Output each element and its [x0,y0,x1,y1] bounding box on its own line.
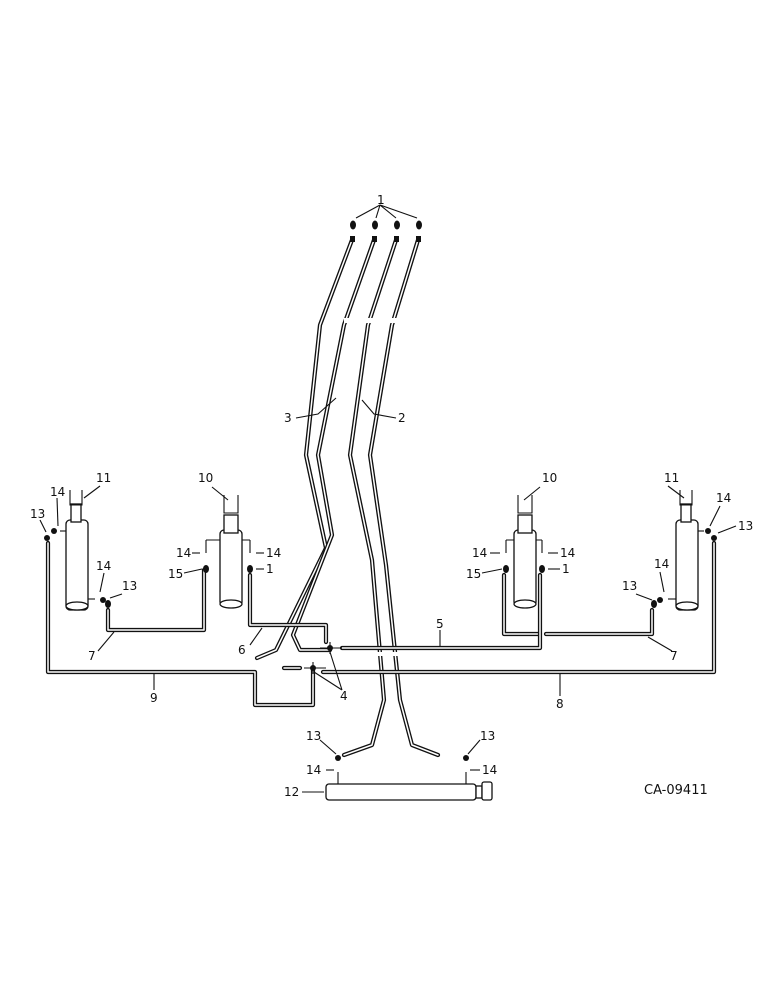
callout-6: 6 [238,643,246,657]
top-fittings [350,204,422,242]
hose-2-left [341,237,399,758]
hose-9 [45,540,316,708]
callout-15-ri: 15 [466,567,481,581]
callout-5: 5 [436,617,444,631]
hose-5 [339,572,543,651]
callout-7-right: 7 [670,649,678,663]
callout-14-right-mid: 14 [654,557,669,571]
callout-14-bottom-right: 14 [482,763,497,777]
callout-15-li: 15 [168,567,183,581]
callout-12: 12 [284,785,299,799]
callout-labels: 1 3 2 11 10 10 11 14 13 14 13 14 13 14 1… [30,193,753,799]
tee-fittings [304,642,342,674]
callout-13-bottom-right: 13 [480,729,495,743]
hose-breaks [344,318,408,656]
callout-1-top: 1 [377,193,385,207]
callout-14-left-mid: 14 [96,559,111,573]
callout-14-li-l: 14 [176,546,191,560]
hose-7-right [543,607,655,637]
callout-3: 3 [284,411,292,425]
callout-8: 8 [556,697,564,711]
callout-13-right-top: 13 [738,519,753,533]
hose-8 [320,540,717,675]
callout-13-left-top: 13 [30,507,45,521]
callout-13-right-mid: 13 [622,579,637,593]
callout-14-bottom-left: 14 [306,763,321,777]
cylinder-10-left [203,495,253,609]
diagram-code: CA-09411 [644,783,708,798]
hose-7-left [105,567,207,633]
hose-2-right [367,237,441,758]
cylinder-10-right [503,495,545,609]
callout-10-left: 10 [198,471,213,485]
callout-10-right: 10 [542,471,557,485]
callout-1-li: 1 [266,562,274,576]
leader-lines [39,397,737,793]
hose-10-right-down [501,572,543,637]
callout-11-right: 11 [664,471,679,485]
callout-13-bottom-left: 13 [306,729,321,743]
callout-14-left-top: 14 [50,485,65,499]
cylinder-11-left [44,490,111,611]
callout-14-right-top: 14 [716,491,731,505]
hose-3-right [290,237,377,653]
callout-9: 9 [150,691,158,705]
callout-4: 4 [340,689,348,703]
callout-13-left-mid: 13 [122,579,137,593]
cylinder-12-bottom [325,755,493,801]
callout-14-ri-r: 14 [560,546,575,560]
hose-6 [247,572,329,645]
callout-1-ri: 1 [562,562,570,576]
cylinder-11-right [651,490,717,611]
hose-group [45,237,717,758]
callout-7-left: 7 [88,649,96,663]
callout-11-left: 11 [96,471,111,485]
callout-14-li-r: 14 [266,546,281,560]
callout-14-ri-l: 14 [472,546,487,560]
hose-3-left [254,237,355,661]
callout-2: 2 [398,411,406,425]
